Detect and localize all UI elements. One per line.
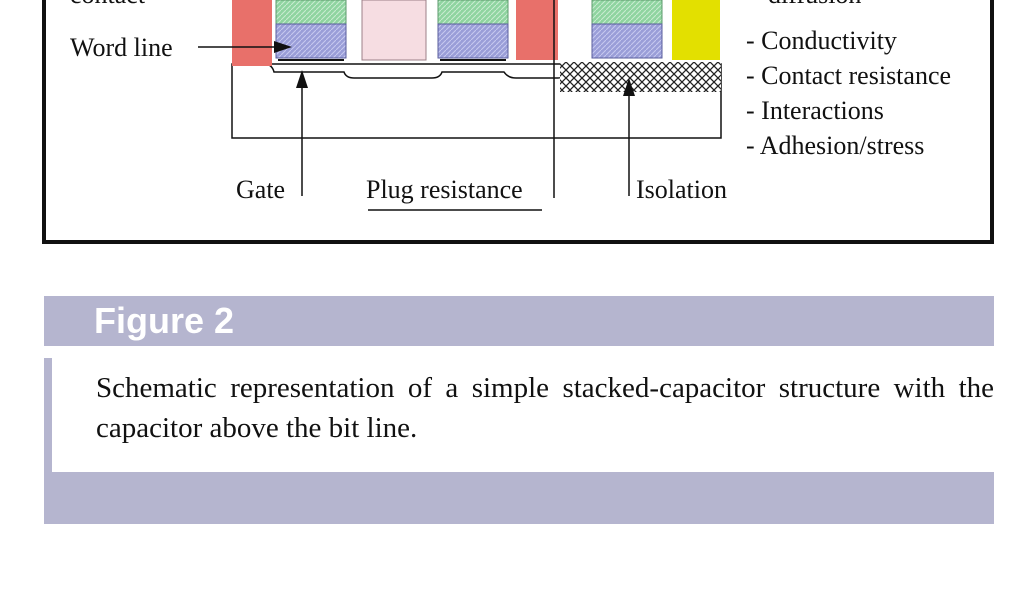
poly-plug-red — [516, 0, 558, 60]
figure-caption: Schematic representation of a simple sta… — [96, 372, 994, 444]
diagram-frame: contact Word line Gate Plug resistance I… — [42, 0, 994, 244]
isolation-arrowhead — [623, 78, 635, 96]
property-interactions: - Interactions — [746, 96, 884, 125]
figure-header-bar: Figure 2 — [44, 296, 994, 346]
gate-arrowhead — [296, 70, 308, 88]
property-contact-resistance: - Contact resistance — [746, 61, 952, 90]
gate-stack-mid-green — [437, 0, 509, 25]
gate-stack-right-blue — [591, 23, 663, 59]
contact-plug-pink — [361, 0, 427, 61]
gate-stack-left-blue — [275, 23, 347, 59]
yellow-plug — [672, 0, 720, 60]
contact-label: contact — [70, 0, 145, 8]
gate-stack-left-green — [275, 0, 347, 25]
word-line-label: Word line — [70, 33, 173, 62]
diffusion-label: diffusion — [768, 0, 861, 8]
stacked-capacitor-schematic — [198, 0, 722, 211]
caption-panel: Schematic representation of a simple sta… — [44, 358, 994, 472]
figure-footer-bar — [44, 472, 994, 524]
left-poly-column — [232, 0, 272, 66]
figure-title: Figure 2 — [94, 300, 235, 341]
property-adhesion-stress: - Adhesion/stress — [746, 131, 925, 160]
gate-stack-right-green — [591, 0, 663, 25]
isolation-region — [560, 62, 721, 92]
word-line-arrowhead — [274, 41, 292, 53]
property-conductivity: - Conductivity — [746, 26, 897, 55]
plug-resistance-label: Plug resistance — [366, 175, 523, 204]
gate-label: Gate — [236, 175, 286, 204]
gate-stack-mid-blue — [437, 23, 509, 59]
isolation-label: Isolation — [636, 175, 727, 204]
diffusion-profile — [232, 63, 721, 79]
